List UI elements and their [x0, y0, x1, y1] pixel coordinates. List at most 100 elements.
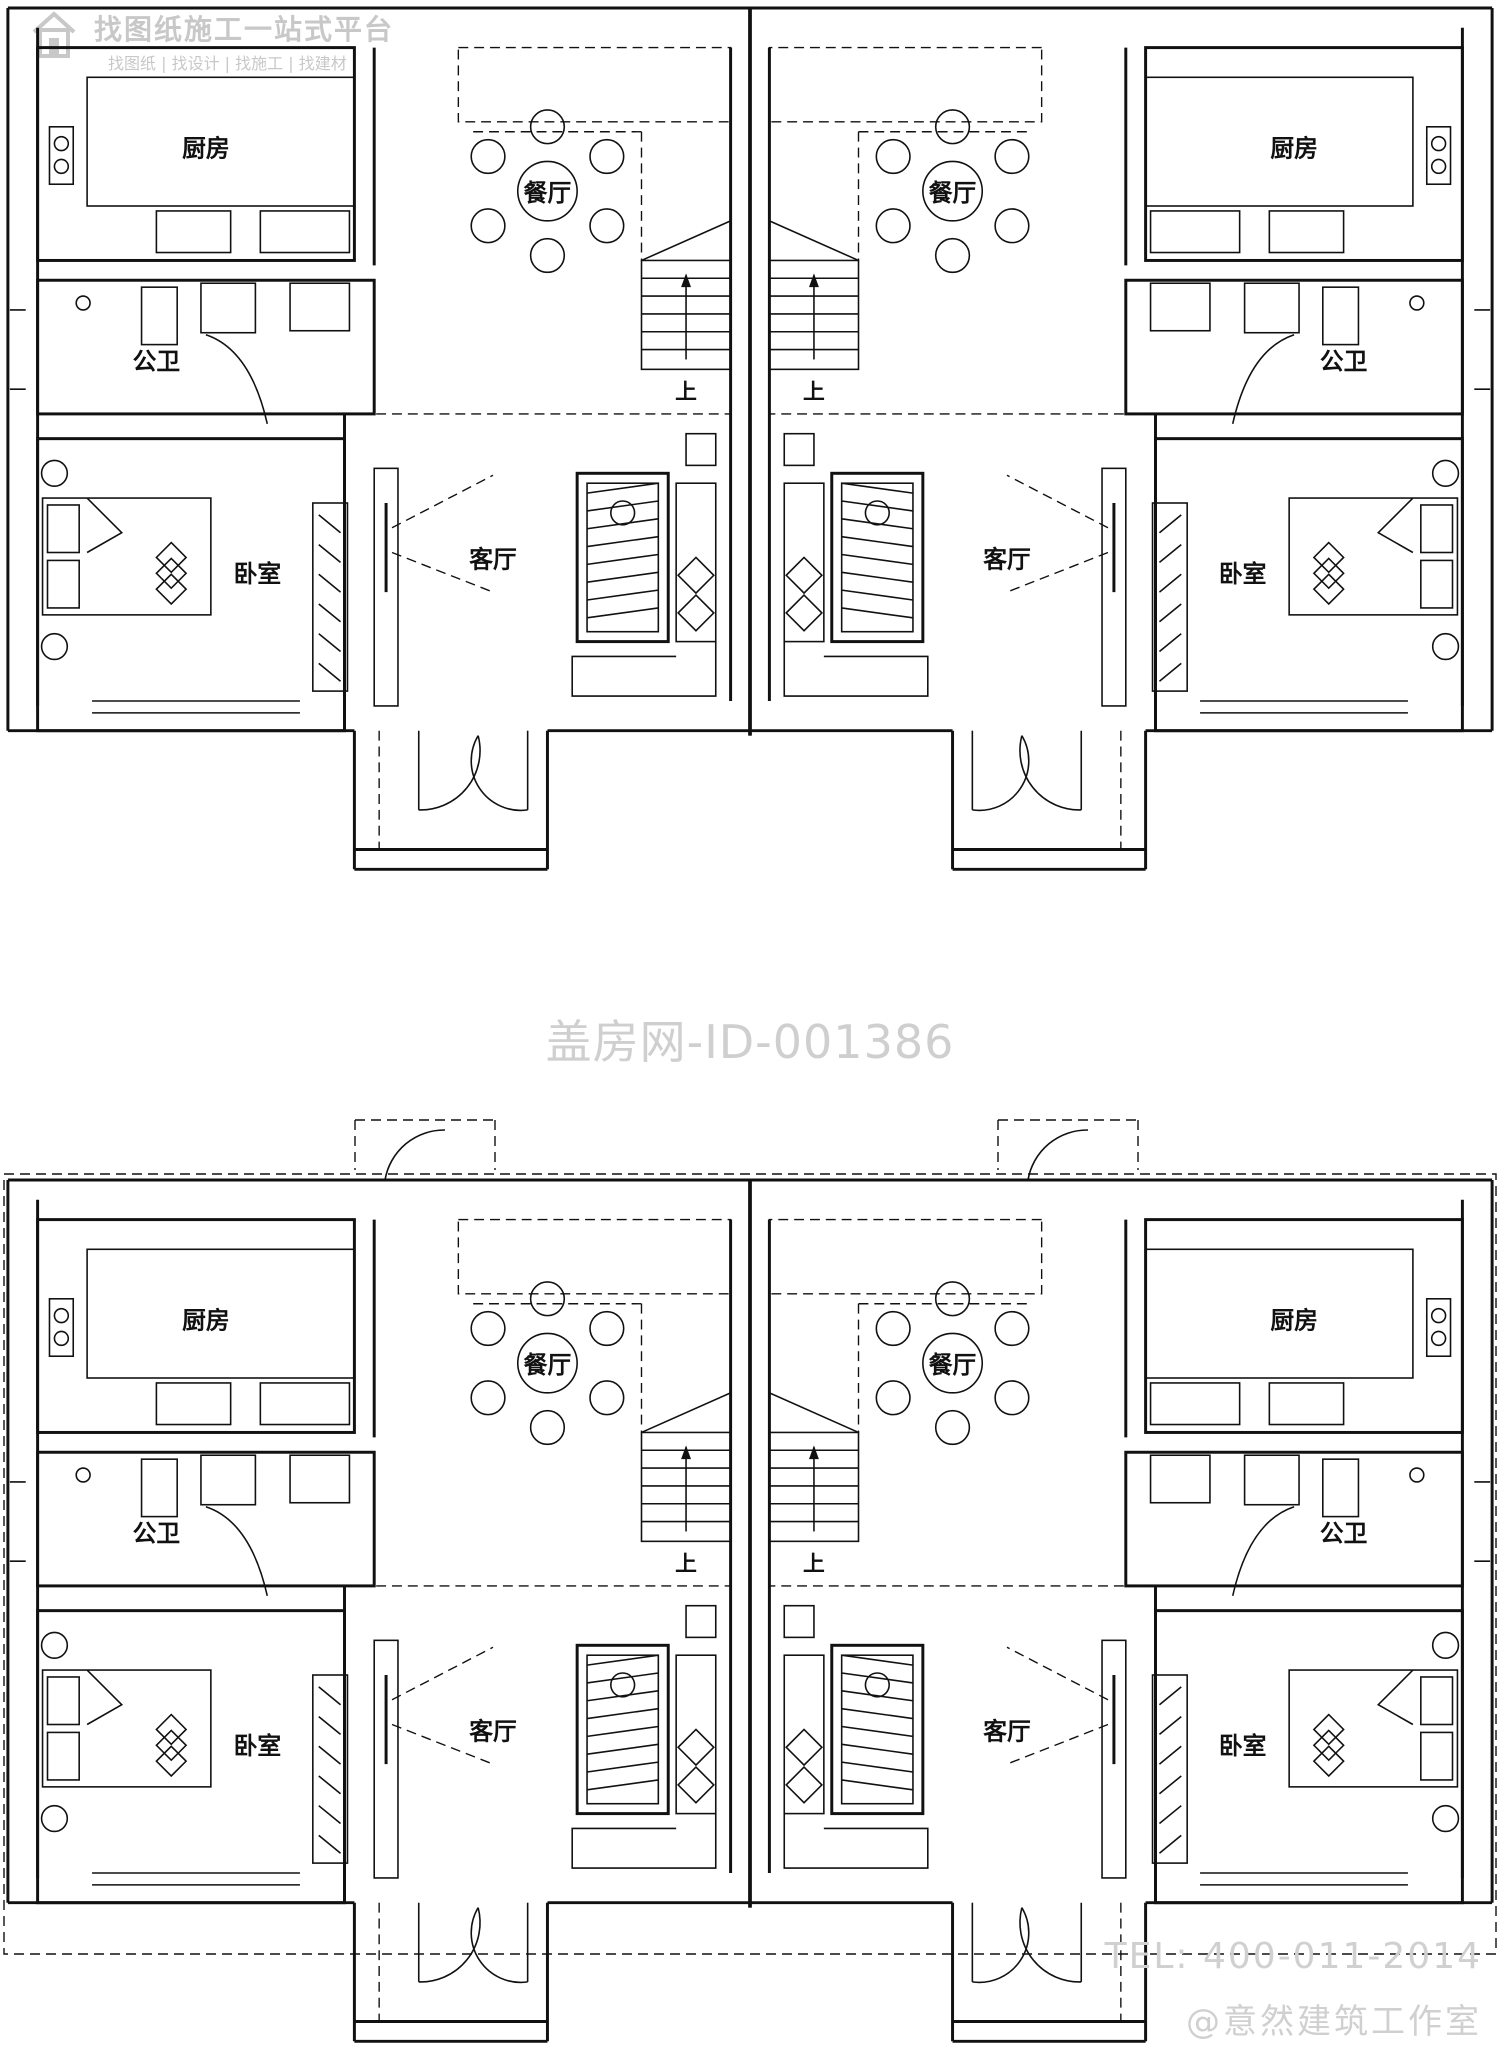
cushion [155, 1729, 188, 1762]
sofa-side [783, 1654, 825, 1815]
stove-burner [1430, 135, 1447, 152]
dining-chair [589, 138, 625, 175]
dining-chair [589, 1310, 625, 1347]
wardrobe-hanger [318, 573, 342, 593]
kitchen-sink [155, 210, 232, 254]
rug-pattern [586, 482, 659, 494]
bedroom [36, 437, 346, 733]
wardrobe-hanger [1158, 1775, 1182, 1795]
dining-table [516, 1332, 578, 1394]
sofa-bottom [571, 1813, 717, 1869]
cabinet [1101, 467, 1127, 707]
stove-burner [1430, 158, 1447, 175]
rug-medallion [864, 1672, 890, 1698]
logo-title: 找图纸施工一站式平台 [94, 13, 395, 46]
wardrobe-hanger [1158, 1834, 1182, 1854]
rug-inner [586, 1654, 660, 1805]
bathroom [1124, 278, 1464, 416]
kitchen-sink [155, 1382, 232, 1426]
dining-chair [470, 208, 506, 244]
entry-door-swing [972, 1907, 1030, 1984]
bathroom [36, 1450, 376, 1588]
bed-sheet-fold [1376, 1669, 1414, 1726]
bathroom [1124, 1450, 1464, 1588]
rug-pattern [586, 1725, 659, 1738]
tv-view-line [1006, 551, 1109, 593]
wardrobe-hanger [318, 633, 342, 653]
rug-pattern [841, 607, 914, 619]
pillow [46, 1676, 80, 1726]
living-label: 客厅 [983, 545, 1031, 573]
cushion [155, 1745, 188, 1778]
bed-sheet-fold [1376, 497, 1414, 554]
wash-basin [1149, 1454, 1211, 1504]
wardrobe-hanger [318, 543, 342, 564]
wardrobe-hanger [318, 514, 342, 534]
entry-door-swing [418, 735, 481, 811]
wardrobe [1151, 1674, 1188, 1864]
cabinet [373, 1639, 399, 1879]
tv-view-line [391, 551, 494, 593]
bathroom [36, 278, 376, 416]
dining-chair [529, 1281, 566, 1317]
cabinet [373, 467, 399, 707]
bedroom [1154, 437, 1464, 733]
rug-inner [840, 1654, 914, 1805]
cushion [155, 1713, 188, 1746]
cushion [1312, 1713, 1345, 1746]
stair-break [769, 1392, 859, 1434]
cushion [1312, 1745, 1345, 1778]
pillow [46, 559, 80, 609]
wardrobe [312, 502, 349, 692]
rug-pattern [841, 1707, 914, 1720]
tv-view-line [1006, 474, 1109, 529]
pillow [1420, 1731, 1454, 1781]
rug-pattern [586, 1690, 659, 1702]
washing-machine [1243, 282, 1300, 334]
wardrobe-hanger [318, 1834, 342, 1854]
dining-chair [934, 1281, 971, 1317]
wardrobe-hanger [1158, 662, 1182, 682]
rug-pattern [586, 571, 659, 583]
pillow [1420, 504, 1454, 554]
rug-pattern [586, 1761, 659, 1773]
tel-watermark: TEL: 400-011-2014 [1104, 1936, 1482, 1977]
wardrobe-hanger [1158, 1805, 1182, 1825]
lamp-table [783, 432, 815, 467]
cushion [1312, 557, 1345, 590]
wardrobe-hanger [1158, 543, 1182, 564]
cushion [677, 1765, 715, 1804]
wardrobe-hanger [1158, 1745, 1182, 1765]
pillow [46, 504, 80, 554]
rug-pattern [841, 589, 914, 601]
dining-chair [875, 138, 911, 175]
washing-machine [200, 1454, 257, 1506]
rear-door-swing [1027, 1129, 1089, 1181]
rug-pattern [841, 1743, 914, 1755]
toilet [140, 1458, 178, 1518]
door-swing [1231, 1505, 1295, 1596]
rug-pattern [586, 607, 659, 619]
stair-arrow [809, 1445, 819, 1460]
wash-basin [289, 1454, 351, 1504]
wardrobe-hanger [318, 1745, 342, 1765]
dining-chair [529, 237, 566, 274]
lamp-table [783, 1604, 815, 1639]
kitchen-sink [1268, 1382, 1345, 1426]
rug [575, 1643, 670, 1816]
dining-table [516, 160, 578, 222]
rug-pattern [586, 553, 659, 566]
wash-basin [1149, 282, 1211, 332]
kitchen-cabinet [1149, 1382, 1241, 1426]
rug-pattern [841, 553, 914, 566]
wardrobe-hanger [318, 1805, 342, 1825]
stove-burner [53, 158, 70, 175]
dining-chair [994, 1380, 1030, 1416]
stairs [640, 259, 732, 371]
cushion [785, 593, 823, 632]
tv-view-line [1006, 1646, 1109, 1701]
dining-chair [589, 208, 625, 244]
